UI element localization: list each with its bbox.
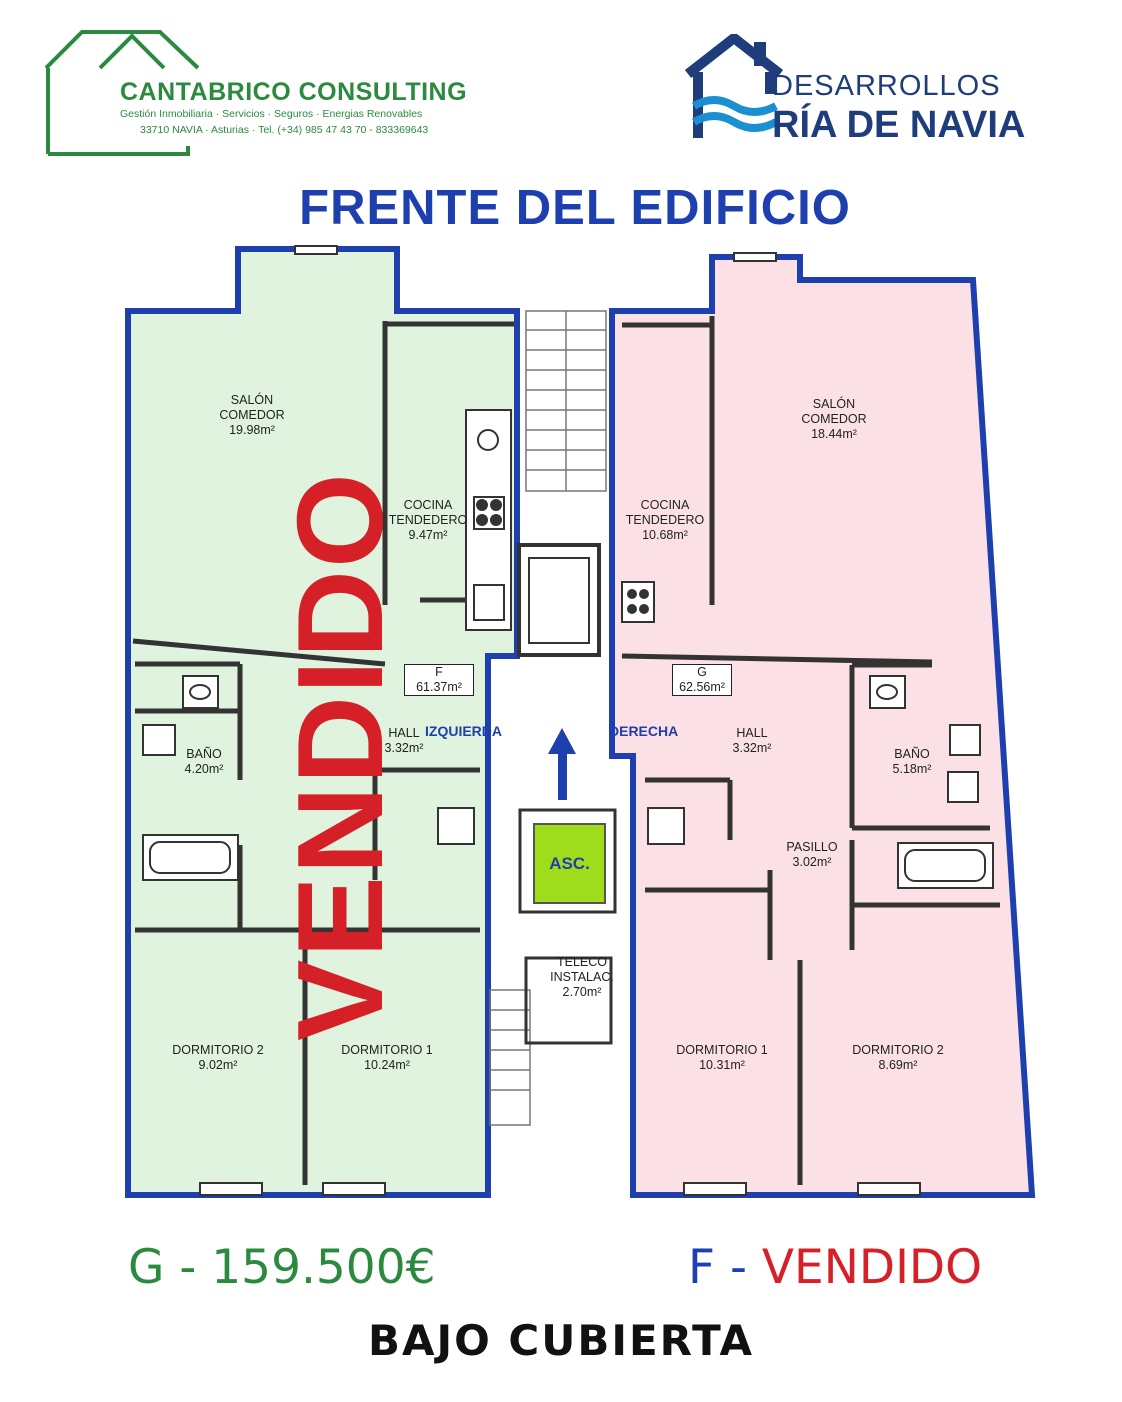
unit-letter: G — [697, 665, 707, 679]
house-outline-logo-icon — [44, 30, 200, 156]
derecha-label: DERECHA — [609, 723, 679, 739]
room-area: 3.02m² — [792, 855, 832, 869]
right-pasillo-label: PASILLO 3.02m² — [786, 840, 837, 870]
left-unit-walls — [132, 321, 514, 1185]
unit-letter: F — [435, 665, 443, 679]
left-kitchen-fixtures — [437, 409, 512, 845]
left-salon-label: SALÓN COMEDOR 19.98m² — [219, 393, 284, 438]
left-bano-label: BAÑO 4.20m² — [185, 747, 224, 777]
room-area: 19.98m² — [229, 423, 275, 437]
price-g: G - 159.500€ — [128, 1240, 436, 1295]
room-name: DORMITORIO 2 — [852, 1043, 944, 1057]
elevator-label: ASC. — [533, 823, 606, 904]
room-area: 3.32m² — [732, 741, 772, 755]
room-area: 10.68m² — [642, 528, 688, 542]
left-dormitorio2-label: DORMITORIO 2 9.02m² — [172, 1043, 263, 1073]
room-name: HALL — [736, 726, 768, 740]
room-area: 9.02m² — [198, 1058, 238, 1072]
room-name: SALÓN COMEDOR — [219, 393, 285, 422]
left-hall-label: HALL 3.32m² — [385, 726, 424, 756]
room-name: DORMITORIO 1 — [341, 1043, 433, 1057]
left-cocina-label: COCINA TENDEDERO 9.47m² — [389, 498, 467, 543]
left-windows — [199, 245, 386, 1196]
cantabrico-logo-name: CANTABRICO CONSULTING — [120, 78, 468, 106]
room-name: DORMITORIO 2 — [172, 1043, 264, 1057]
room-area: 5.18m² — [892, 762, 932, 776]
room-name: BAÑO — [186, 747, 222, 761]
desarrollos-logo-line1: DESARROLLOS — [772, 70, 1001, 102]
room-area: 3.32m² — [384, 741, 424, 755]
vendido-stamp: VENDIDO — [272, 471, 408, 1041]
room-name: PASILLO — [786, 840, 838, 854]
left-dormitorio1-label: DORMITORIO 1 10.24m² — [341, 1043, 432, 1073]
room-name: BAÑO — [894, 747, 930, 761]
room-name: DORMITORIO 1 — [676, 1043, 768, 1057]
arrow-up-icon — [548, 728, 576, 800]
room-area: 10.31m² — [699, 1058, 745, 1072]
cantabrico-logo-services: Gestión Inmobiliaria · Servicios · Segur… — [120, 108, 423, 120]
right-unit-walls — [621, 316, 1000, 1185]
right-bano-label: BAÑO 5.18m² — [893, 747, 932, 777]
right-dormitorio1-label: DORMITORIO 1 10.31m² — [676, 1043, 767, 1073]
room-name: COCINA TENDEDERO — [625, 498, 705, 527]
room-area: 18.44m² — [811, 427, 857, 441]
teleco-label: TELECO INSTALAC. 2.70m² — [550, 955, 614, 1000]
desarrollos-logo-line2: RÍA DE NAVIA — [772, 104, 1026, 146]
room-name: TELECO INSTALAC. — [550, 955, 614, 984]
unit-area: 62.56m² — [679, 680, 725, 694]
room-area: 4.20m² — [184, 762, 224, 776]
left-bath-fixtures — [142, 675, 239, 881]
cantabrico-logo-address: 33710 NAVIA · Asturias · Tel. (+34) 985 … — [140, 124, 429, 136]
room-area: 8.69m² — [878, 1058, 918, 1072]
right-cocina-label: COCINA TENDEDERO 10.68m² — [626, 498, 704, 543]
stairwell — [489, 310, 613, 1126]
right-salon-label: SALÓN COMEDOR 18.44m² — [801, 397, 866, 442]
right-kitchen-fixtures — [621, 581, 685, 845]
room-name: HALL — [388, 726, 420, 740]
left-unit-box: F 61.37m² — [404, 664, 474, 696]
price-f-letter: F - — [688, 1240, 762, 1295]
front-title: FRENTE DEL EDIFICIO — [299, 181, 851, 235]
room-name: COCINA TENDEDERO — [388, 498, 468, 527]
desarrollos-house-logo-icon — [684, 34, 784, 138]
right-unit-floor — [609, 254, 1036, 1198]
right-unit-box: G 62.56m² — [672, 664, 732, 696]
unit-area: 61.37m² — [416, 680, 462, 694]
right-windows — [683, 252, 921, 1196]
izquierda-label: IZQUIERDA — [425, 723, 502, 739]
room-name: SALÓN COMEDOR — [801, 397, 867, 426]
room-area: 10.24m² — [364, 1058, 410, 1072]
right-hall-label: HALL 3.32m² — [733, 726, 772, 756]
right-bath-fixtures — [869, 675, 994, 889]
price-f: F - VENDIDO — [688, 1240, 982, 1295]
right-dormitorio2-label: DORMITORIO 2 8.69m² — [852, 1043, 943, 1073]
price-f-status: VENDIDO — [761, 1240, 983, 1295]
floor-name: BAJO CUBIERTA — [367, 1316, 755, 1365]
room-area: 9.47m² — [408, 528, 448, 542]
room-area: 2.70m² — [562, 985, 602, 999]
